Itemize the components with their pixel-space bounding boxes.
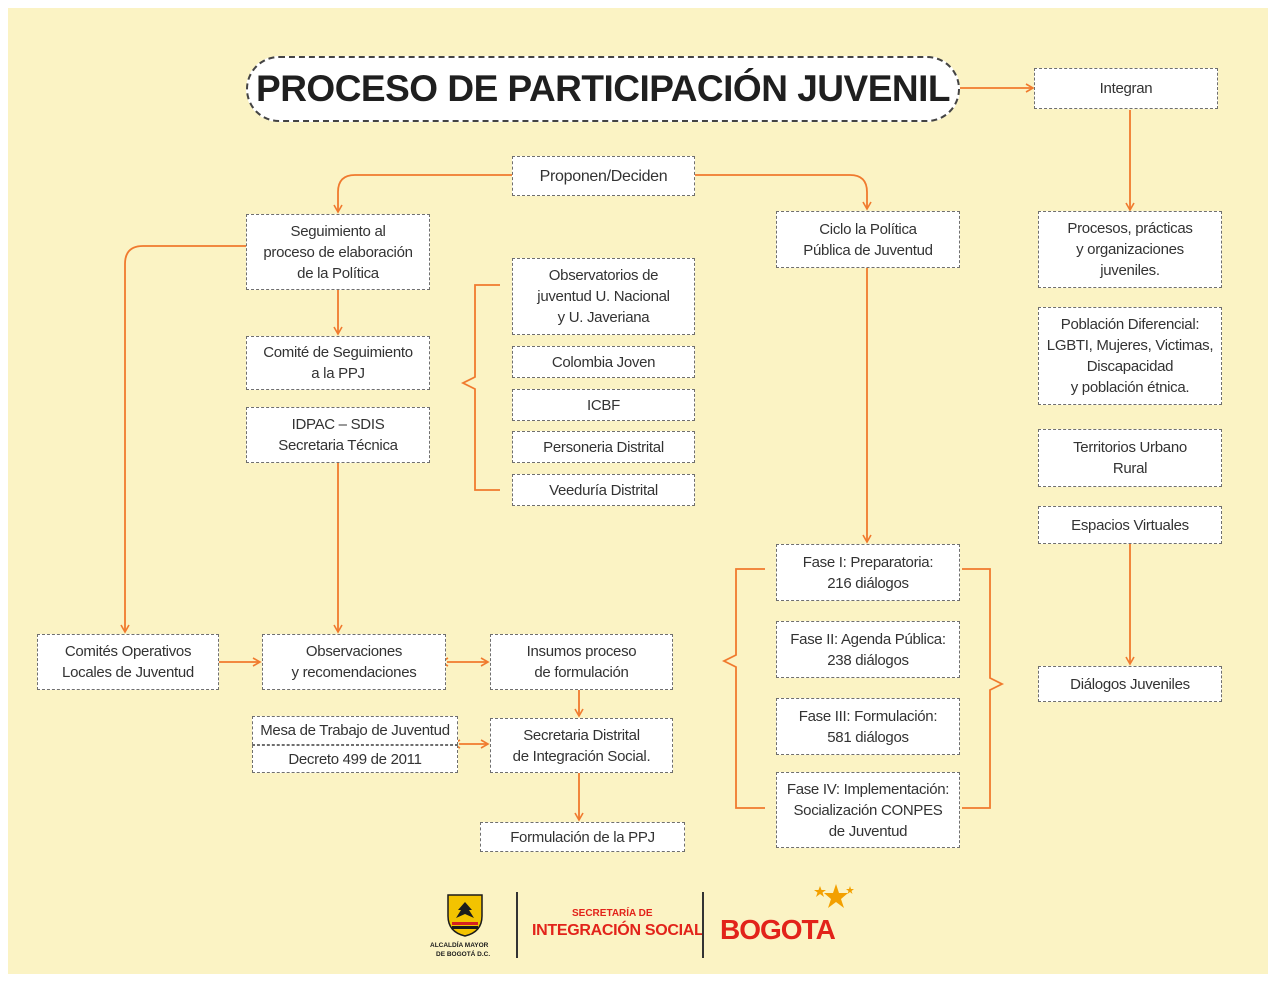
node-seguimiento: Seguimiento al proceso de elaboración de… [246,214,430,290]
secretaria-big-label: INTEGRACIÓN SOCIAL [532,922,704,939]
node-insumos: Insumos proceso de formulación [490,634,673,690]
coat-of-arms-icon [447,894,483,937]
node-comites-operativos: Comités Operativos Locales de Juventud [37,634,219,690]
footer-logos: ALCALDÍA MAYOR DE BOGOTÁ D.C. SECRETARÍA… [424,880,864,966]
brace-fases-right [962,568,1005,809]
node-decreto: Decreto 499 de 2011 [252,745,458,773]
node-procesos: Procesos, prácticas y organizaciones juv… [1038,211,1222,288]
brace-observatorios [460,284,500,491]
secretaria-small-label: SECRETARÍA DE [572,908,653,919]
diagram-title: PROCESO DE PARTICIPACIÓN JUVENIL [246,56,960,122]
node-integran: Integran [1034,68,1218,109]
node-observatorios: Observatorios de juventud U. Nacional y … [512,258,695,335]
alcaldia-line1: ALCALDÍA MAYOR [430,942,489,949]
node-icbf: ICBF [512,389,695,421]
node-fase-3: Fase III: Formulación: 581 diálogos [776,698,960,755]
node-observaciones: Observaciones y recomendaciones [262,634,446,690]
node-territorios: Territorios Urbano Rural [1038,429,1222,487]
arrow-proponen-ciclo [695,174,872,211]
node-veeduria: Veeduría Distrital [512,474,695,506]
node-formulacion-ppj: Formulación de la PPJ [480,822,685,852]
node-mesa-trabajo: Mesa de Trabajo de Juventud [252,716,458,745]
node-proponen-deciden: Proponen/Deciden [512,156,695,196]
node-fase-1: Fase I: Preparatoria: 216 diálogos [776,544,960,601]
node-colombia-joven: Colombia Joven [512,346,695,378]
node-ciclo-politica: Ciclo la Política Pública de Juventud [776,211,960,268]
node-poblacion-diferencial: Población Diferencial: LGBTI, Mujeres, V… [1038,307,1222,405]
alcaldia-line2: DE BOGOTÁ D.C. [436,951,491,958]
node-dialogos-juveniles: Diálogos Juveniles [1038,666,1222,702]
arrow-seguimiento-comites [120,245,246,634]
brace-fases-left [721,568,765,809]
stars-icon [814,884,854,908]
node-fase-4: Fase IV: Implementación: Socialización C… [776,772,960,848]
arrow-proponen-seguimiento [333,174,512,214]
bogota-wordmark: BOGOTA [720,914,836,945]
node-fase-2: Fase II: Agenda Pública: 238 diálogos [776,621,960,678]
logo-divider-1 [516,892,518,958]
logo-divider-2 [702,892,704,958]
node-personeria: Personeria Distrital [512,431,695,463]
node-comite-seguimiento: Comité de Seguimiento a la PPJ [246,336,430,390]
node-secretaria-distrital: Secretaria Distrital de Integración Soci… [490,718,673,773]
node-idpac-sdis: IDPAC – SDIS Secretaria Técnica [246,407,430,463]
node-espacios-virtuales: Espacios Virtuales [1038,506,1222,544]
